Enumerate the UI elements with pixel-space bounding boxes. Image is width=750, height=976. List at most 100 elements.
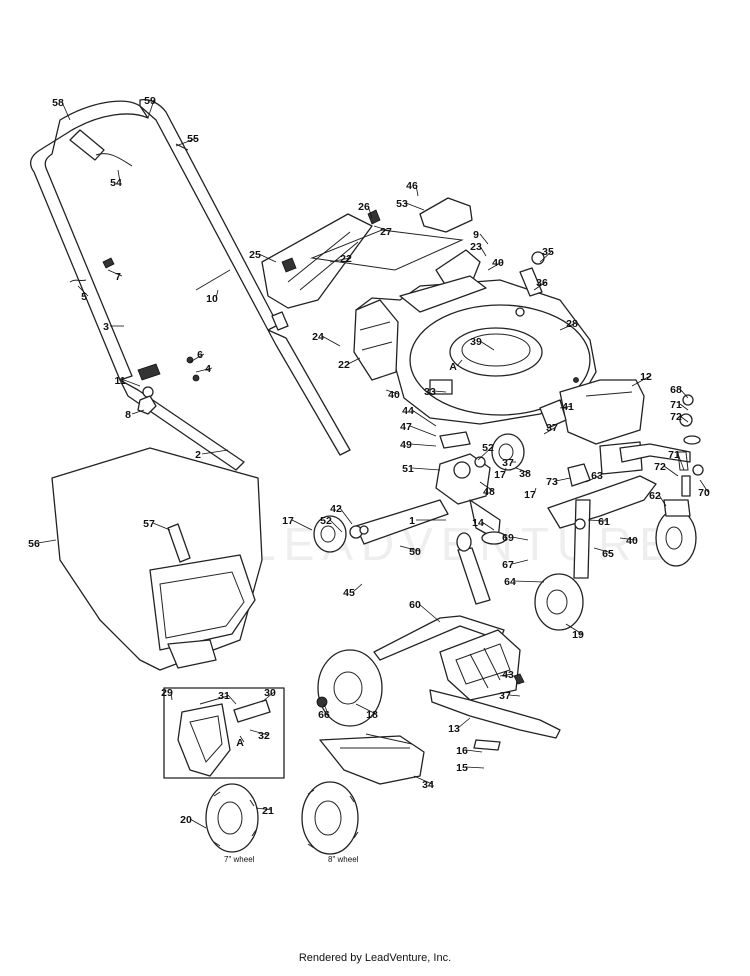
leader-line bbox=[565, 623, 583, 635]
leader-line bbox=[456, 359, 463, 367]
wheel-options: 7" wheel 8" wheel bbox=[205, 781, 359, 864]
part-callout: 71 bbox=[670, 399, 682, 411]
leader-line bbox=[585, 474, 602, 483]
leader-line bbox=[355, 703, 377, 715]
part-callout: 52 bbox=[320, 515, 332, 527]
leader-line bbox=[249, 729, 269, 736]
part-callout: 6 bbox=[197, 349, 203, 361]
leader-line bbox=[479, 340, 495, 351]
part-callout: 73 bbox=[546, 476, 558, 488]
leader-line bbox=[479, 245, 487, 257]
leader-line bbox=[258, 253, 277, 263]
part-callout: 7 bbox=[115, 271, 121, 283]
part-callout: 65 bbox=[602, 548, 614, 560]
part-callout: 22 bbox=[340, 253, 352, 265]
front-axle bbox=[373, 532, 505, 661]
leader-line bbox=[559, 322, 577, 331]
leader-line bbox=[291, 519, 313, 531]
part-callout: 64 bbox=[504, 576, 516, 588]
part-callout: 5 bbox=[81, 291, 87, 303]
leader-line bbox=[533, 281, 547, 291]
leader-line bbox=[543, 426, 557, 435]
footer-credit: Rendered by LeadVenture, Inc. bbox=[298, 952, 452, 964]
part-callout: 13 bbox=[448, 723, 460, 735]
leader-line bbox=[418, 603, 441, 623]
part-callout: 37 bbox=[499, 690, 511, 702]
leader-line bbox=[411, 467, 441, 471]
part-callout: 17 bbox=[282, 515, 294, 527]
part-callout: 34 bbox=[422, 779, 434, 791]
leader-line bbox=[152, 522, 171, 531]
leader-line bbox=[511, 536, 529, 541]
rear-door bbox=[261, 209, 381, 309]
part-callout: 53 bbox=[396, 198, 408, 210]
leader-line bbox=[559, 405, 573, 409]
part-callout: 60 bbox=[409, 599, 421, 611]
part-callout: 17 bbox=[524, 489, 536, 501]
leader-line bbox=[593, 547, 613, 554]
leader-line bbox=[499, 673, 513, 677]
grass-bag bbox=[51, 447, 263, 671]
part-callout: 36 bbox=[536, 277, 548, 289]
leader-line bbox=[189, 353, 205, 363]
leader-line bbox=[487, 261, 503, 271]
part-callout: 28 bbox=[566, 318, 578, 330]
part-callout: 43 bbox=[502, 669, 514, 681]
part-callout: A bbox=[236, 737, 244, 749]
part-callout: 15 bbox=[456, 762, 468, 774]
part-callout: 10 bbox=[206, 293, 218, 305]
part-callout: 40 bbox=[492, 257, 504, 269]
leader-line bbox=[189, 818, 207, 829]
leader-line bbox=[107, 269, 123, 277]
leader-line bbox=[477, 446, 493, 461]
part-callout: 72 bbox=[670, 411, 682, 423]
part-callout: 24 bbox=[312, 331, 324, 343]
part-callout: 55 bbox=[187, 133, 199, 145]
leader-line bbox=[399, 545, 420, 552]
wheel-7in-caption: 7" wheel bbox=[224, 855, 255, 864]
part-callout: 1 bbox=[409, 515, 415, 527]
leader-line bbox=[533, 487, 537, 495]
part-callout: 4 bbox=[205, 363, 211, 375]
leader-line bbox=[457, 717, 471, 729]
leader-line bbox=[261, 691, 275, 703]
leader-line bbox=[539, 250, 553, 263]
mulch-kit bbox=[163, 687, 285, 779]
part-callout: 33 bbox=[424, 386, 436, 398]
part-callout: 58 bbox=[52, 97, 64, 109]
leader-line bbox=[479, 233, 489, 245]
part-callout: A bbox=[449, 361, 457, 373]
part-callout: 61 bbox=[598, 516, 610, 528]
leader-line bbox=[339, 507, 353, 525]
part-callout: 29 bbox=[161, 687, 173, 699]
part-callout: 2 bbox=[195, 449, 201, 461]
leader-line bbox=[411, 409, 437, 427]
side-chute bbox=[319, 733, 425, 785]
leader-line bbox=[465, 766, 485, 769]
leader-line bbox=[37, 539, 57, 544]
part-callout: 54 bbox=[110, 177, 122, 189]
leader-line bbox=[515, 467, 530, 474]
part-callout: 40 bbox=[388, 389, 400, 401]
part-callout: 44 bbox=[402, 405, 414, 417]
part-callout: 42 bbox=[330, 503, 342, 515]
part-callout: 26 bbox=[358, 201, 370, 213]
leader-line bbox=[503, 467, 507, 475]
leader-line bbox=[195, 367, 213, 373]
part-callout: 66 bbox=[318, 709, 330, 721]
part-callout: 71 bbox=[668, 449, 680, 461]
leader-line bbox=[77, 285, 89, 297]
part-callout: 67 bbox=[502, 559, 514, 571]
part-callout: 9 bbox=[473, 229, 479, 241]
part-callout: 52 bbox=[482, 442, 494, 454]
part-callout: 17 bbox=[494, 469, 506, 481]
wheel-8in-caption: 8" wheel bbox=[328, 855, 359, 864]
leader-line bbox=[131, 409, 145, 415]
part-callout: 70 bbox=[698, 487, 710, 499]
part-callout: 59 bbox=[144, 95, 156, 107]
part-callout: 11 bbox=[114, 375, 125, 387]
leader-line bbox=[227, 694, 237, 705]
part-callout: 38 bbox=[519, 468, 531, 480]
part-callout: 39 bbox=[470, 336, 482, 348]
part-callout: 47 bbox=[400, 421, 412, 433]
